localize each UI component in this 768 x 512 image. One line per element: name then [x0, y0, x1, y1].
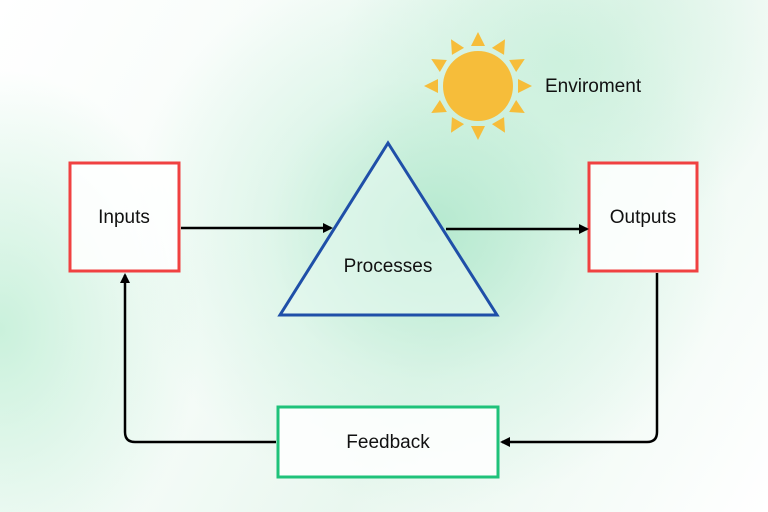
sun-ray — [509, 99, 525, 113]
sun-ray — [471, 126, 485, 140]
outputs-box — [587, 161, 699, 273]
sun-icon — [424, 32, 532, 140]
sun-ray — [451, 117, 465, 133]
environment-label: Enviroment — [545, 76, 642, 97]
inputs-box — [68, 161, 181, 273]
sun-ray — [518, 79, 532, 93]
sun-ray — [431, 99, 447, 113]
feedback-to-inputs-arrow — [120, 273, 276, 444]
outputs-label: Outputs — [610, 207, 677, 228]
processes-label: Processes — [344, 256, 433, 277]
sun-ray — [431, 59, 447, 73]
sun-ray — [491, 117, 505, 133]
inputs-label: Inputs — [98, 207, 150, 228]
outputs-to-feedback-arrow — [500, 273, 659, 447]
feedback-label: Feedback — [346, 432, 430, 453]
sun-ray — [424, 79, 438, 93]
sun-ray — [451, 39, 465, 55]
sun-ray — [509, 59, 525, 73]
processes-triangle — [277, 140, 500, 317]
sun-ray — [491, 39, 505, 55]
sun-ray — [471, 32, 485, 46]
feedback-box — [276, 405, 500, 479]
